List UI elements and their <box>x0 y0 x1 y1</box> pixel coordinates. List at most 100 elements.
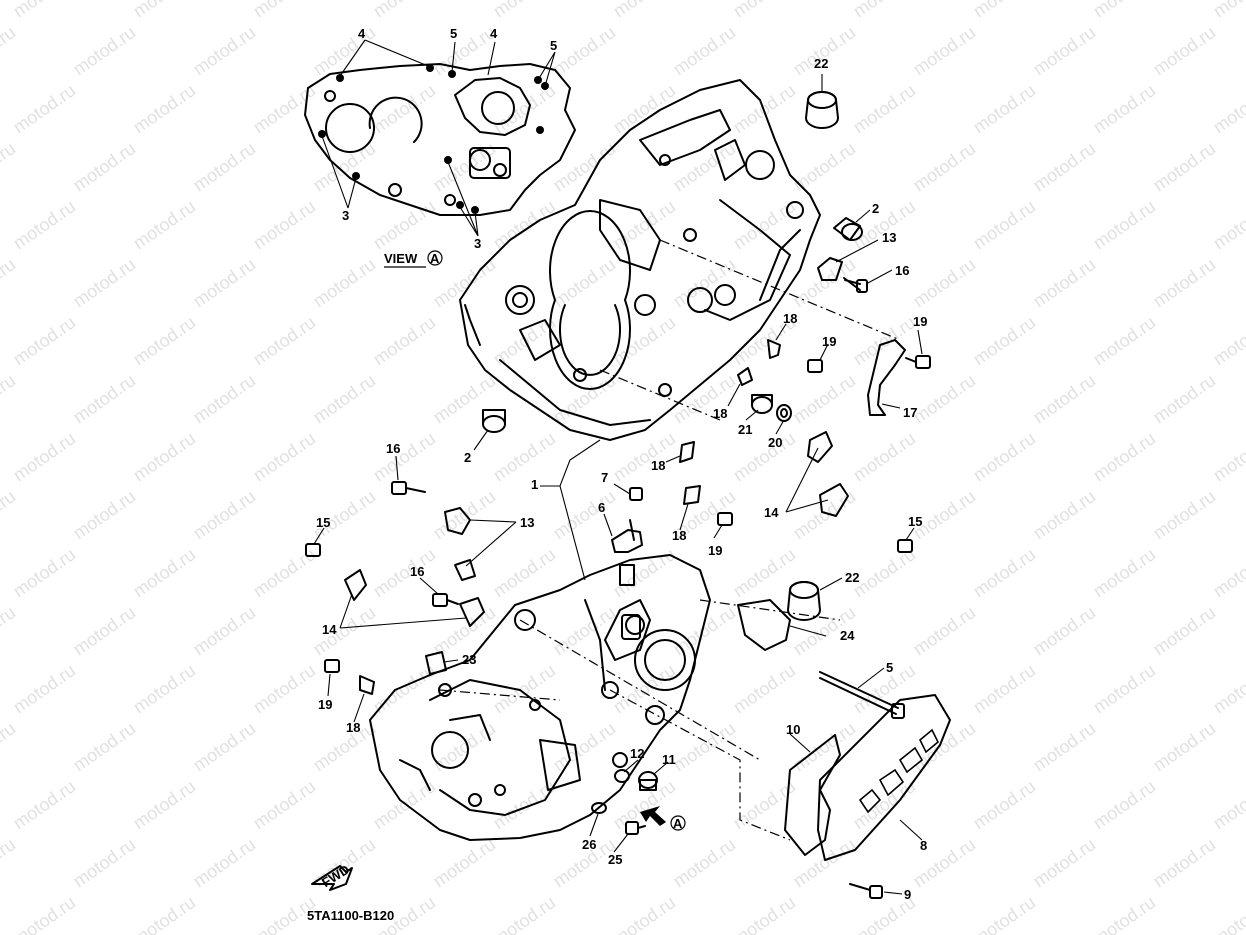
watermark-text: motod.ru <box>369 196 439 253</box>
callout-label: 12 <box>630 746 644 761</box>
watermark-text: motod.ru <box>669 254 739 311</box>
watermark-text: motod.ru <box>369 428 439 485</box>
watermark-text: motod.ru <box>849 80 919 137</box>
callout-label: 3 <box>342 208 349 223</box>
part-code-caption: 5TA1100-B120 <box>307 908 394 923</box>
callout-label: 20 <box>768 435 782 450</box>
watermark-text: motod.ru <box>669 718 739 775</box>
watermark-text: motod.ru <box>1149 602 1219 659</box>
watermark-text: motod.ru <box>129 660 199 717</box>
watermark-text: motod.ru <box>429 602 499 659</box>
watermark-text: motod.ru <box>309 602 379 659</box>
watermark-text: motod.ru <box>189 718 259 775</box>
watermark-text: motod.ru <box>489 196 559 253</box>
watermark-text: motod.ru <box>1089 196 1159 253</box>
watermark-text: motod.ru <box>1209 660 1246 717</box>
callout-label: 22 <box>845 570 859 585</box>
watermark-text: motod.ru <box>249 196 319 253</box>
callout-label: 5 <box>550 38 557 53</box>
watermark-text: motod.ru <box>129 312 199 369</box>
watermark-text: motod.ru <box>549 718 619 775</box>
callout-label: 5 <box>886 660 893 675</box>
callout-label: 22 <box>814 56 828 71</box>
watermark-text: motod.ru <box>69 486 139 543</box>
watermark-text: motod.ru <box>369 0 439 21</box>
watermark-text: motod.ru <box>69 718 139 775</box>
watermark-text: motod.ru <box>249 776 319 833</box>
watermark-text: motod.ru <box>1209 196 1246 253</box>
watermark-text: motod.ru <box>1209 776 1246 833</box>
callout-labels: 4 5 4 5 3 3 22 2 13 16 19 18 19 17 18 21… <box>316 26 927 902</box>
watermark-text: motod.ru <box>9 0 79 21</box>
watermark-text: motod.ru <box>729 660 799 717</box>
watermark-text: motod.ru <box>789 834 859 891</box>
callout-label: 10 <box>786 722 800 737</box>
watermark-text: motod.ru <box>909 254 979 311</box>
watermark-text: motod.ru <box>969 312 1039 369</box>
watermark-text: motod.ru <box>9 544 79 601</box>
watermark-text: motod.ru <box>189 370 259 427</box>
watermark-text: motod.ru <box>9 80 79 137</box>
watermark-text: motod.ru <box>9 776 79 833</box>
watermark-text: motod.ru <box>1089 312 1159 369</box>
watermark-text: motod.ru <box>189 22 259 79</box>
watermark-text: motod.ru <box>429 486 499 543</box>
watermark-text: motod.ru <box>69 834 139 891</box>
watermark-text: motod.ru <box>189 486 259 543</box>
callout-label: 5 <box>450 26 457 41</box>
callout-label: 8 <box>920 838 927 853</box>
watermark-text: motod.ru <box>429 718 499 775</box>
watermark-text: motod.ru <box>849 428 919 485</box>
callout-label: 3 <box>474 236 481 251</box>
watermark-text: motod.ru <box>129 428 199 485</box>
watermark-text: motod.ru <box>789 370 859 427</box>
watermark-text: motod.ru <box>1209 892 1246 935</box>
watermark-text: motod.ru <box>1209 0 1246 21</box>
callout-label: 15 <box>316 515 330 530</box>
watermark-text: motod.ru <box>69 370 139 427</box>
callout-label: 13 <box>882 230 896 245</box>
watermark-text: motod.ru <box>909 138 979 195</box>
watermark-text: motod.ru <box>909 370 979 427</box>
crankcase-right-half <box>459 79 821 441</box>
watermark-text: motod.ru <box>1089 660 1159 717</box>
watermark-text: motod.ru <box>309 370 379 427</box>
watermark-text: motod.ru <box>969 80 1039 137</box>
callout-label: 18 <box>713 406 727 421</box>
watermark-text: motod.ru <box>189 834 259 891</box>
watermark-text: motod.ru <box>1029 834 1099 891</box>
watermark-text: motod.ru <box>0 138 19 195</box>
callout-label: 19 <box>822 334 836 349</box>
watermark-text: motod.ru <box>909 602 979 659</box>
watermark-text: motod.ru <box>969 196 1039 253</box>
watermark-text: motod.ru <box>1029 370 1099 427</box>
watermark-text: motod.ru <box>669 370 739 427</box>
watermark-text: motod.ru <box>669 834 739 891</box>
watermark-text: motod.ru <box>909 22 979 79</box>
callout-label: 4 <box>490 26 498 41</box>
watermark-text: motod.ru <box>669 22 739 79</box>
watermark-text: motod.ru <box>189 254 259 311</box>
callout-label: 15 <box>908 514 922 529</box>
watermark-text: motod.ru <box>609 776 679 833</box>
watermark-text: motod.ru <box>969 0 1039 21</box>
watermark-text: motod.ru <box>969 892 1039 935</box>
watermark-text: motod.ru <box>609 660 679 717</box>
watermark-text: motod.ru <box>249 428 319 485</box>
callout-label: 4 <box>358 26 366 41</box>
watermark-text: motod.ru <box>129 80 199 137</box>
watermark-text: motod.ru <box>1029 718 1099 775</box>
crankcase-left-half <box>369 554 711 841</box>
callout-label: 14 <box>322 622 337 637</box>
watermark-text: motod.ru <box>1029 254 1099 311</box>
watermark-text: motod.ru <box>729 892 799 935</box>
watermark-text: motod.ru <box>1209 80 1246 137</box>
view-label-text: VIEW <box>384 251 418 266</box>
watermark-text: motod.ru <box>849 312 919 369</box>
watermark-text: motod.ru <box>69 254 139 311</box>
watermark-text: motod.ru <box>1149 718 1219 775</box>
watermark-text: motod.ru <box>549 254 619 311</box>
watermark-text: motod.ru <box>969 776 1039 833</box>
